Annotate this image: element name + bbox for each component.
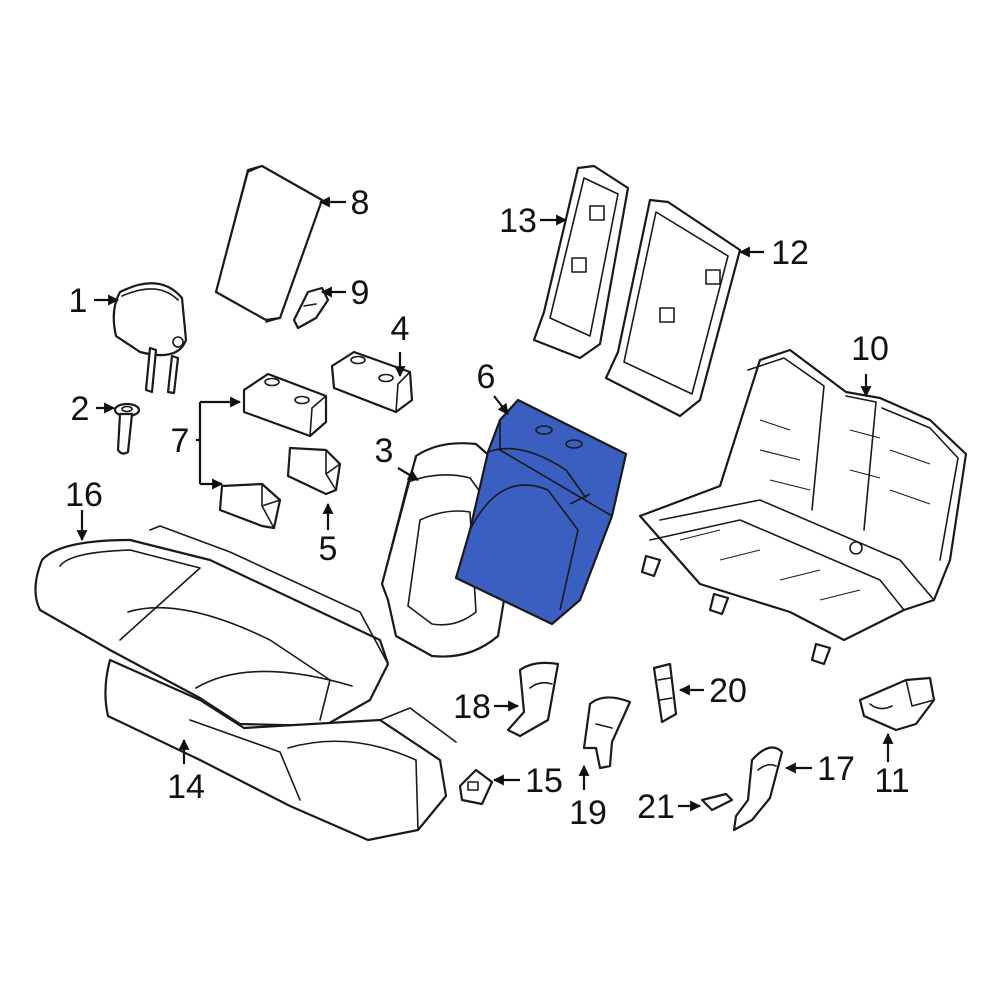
callout-labels: 1 2 3 4 5 6 7 8 9 10 11 12 13 14 15 16 1… <box>65 184 910 832</box>
callout-3: 3 <box>375 432 394 470</box>
part-11-latch-cover[interactable] <box>858 676 936 732</box>
part-10-seat-frame[interactable] <box>638 348 968 666</box>
part-6-backrest-cover-highlighted[interactable] <box>454 398 628 626</box>
part-15-bracket[interactable] <box>458 768 494 806</box>
callout-1: 1 <box>69 282 88 320</box>
part-20-bracket[interactable] <box>652 662 678 724</box>
part-21-clip[interactable] <box>700 792 734 812</box>
part-14-seat-cushion[interactable] <box>104 658 457 842</box>
part-2-headrest-guide[interactable] <box>113 402 141 455</box>
callout-6: 6 <box>477 358 496 396</box>
callout-15: 15 <box>525 762 563 800</box>
part-1-headrest[interactable] <box>112 282 188 395</box>
part-3-backrest-cushion[interactable] <box>380 442 506 658</box>
part-4-trim-cover[interactable] <box>330 350 414 414</box>
part-16-seat-cushion-cover[interactable] <box>34 525 390 728</box>
callout-21: 21 <box>637 788 675 826</box>
part-12-backrest-board-right[interactable] <box>604 198 742 418</box>
part-19-hinge-cover[interactable] <box>582 696 632 770</box>
part-7-trim-cover-upper[interactable] <box>242 372 328 438</box>
callout-17: 17 <box>817 750 855 788</box>
part-8-seatback-panel[interactable] <box>214 164 324 323</box>
part-7-trim-cover-lower[interactable] <box>218 482 282 530</box>
callout-14: 14 <box>167 768 205 806</box>
part-18-hinge-cover[interactable] <box>506 661 560 738</box>
part-13-backrest-board-left[interactable] <box>532 164 630 360</box>
callout-13: 13 <box>499 202 537 240</box>
leader-lines <box>76 196 894 812</box>
callout-11: 11 <box>874 762 909 800</box>
callout-8: 8 <box>351 184 370 222</box>
callout-20: 20 <box>709 672 747 710</box>
callout-9: 9 <box>351 274 370 312</box>
callout-16: 16 <box>65 476 103 514</box>
callout-7: 7 <box>171 422 190 460</box>
part-9-bracket[interactable] <box>292 286 330 330</box>
part-17-side-trim[interactable] <box>732 746 784 832</box>
callout-10: 10 <box>851 330 889 368</box>
callout-2: 2 <box>71 390 90 428</box>
part-5-cover[interactable] <box>286 446 342 496</box>
callout-4: 4 <box>391 310 410 348</box>
callout-19: 19 <box>569 794 607 832</box>
callout-18: 18 <box>453 688 491 726</box>
callout-5: 5 <box>319 530 338 568</box>
callout-12: 12 <box>771 234 809 272</box>
